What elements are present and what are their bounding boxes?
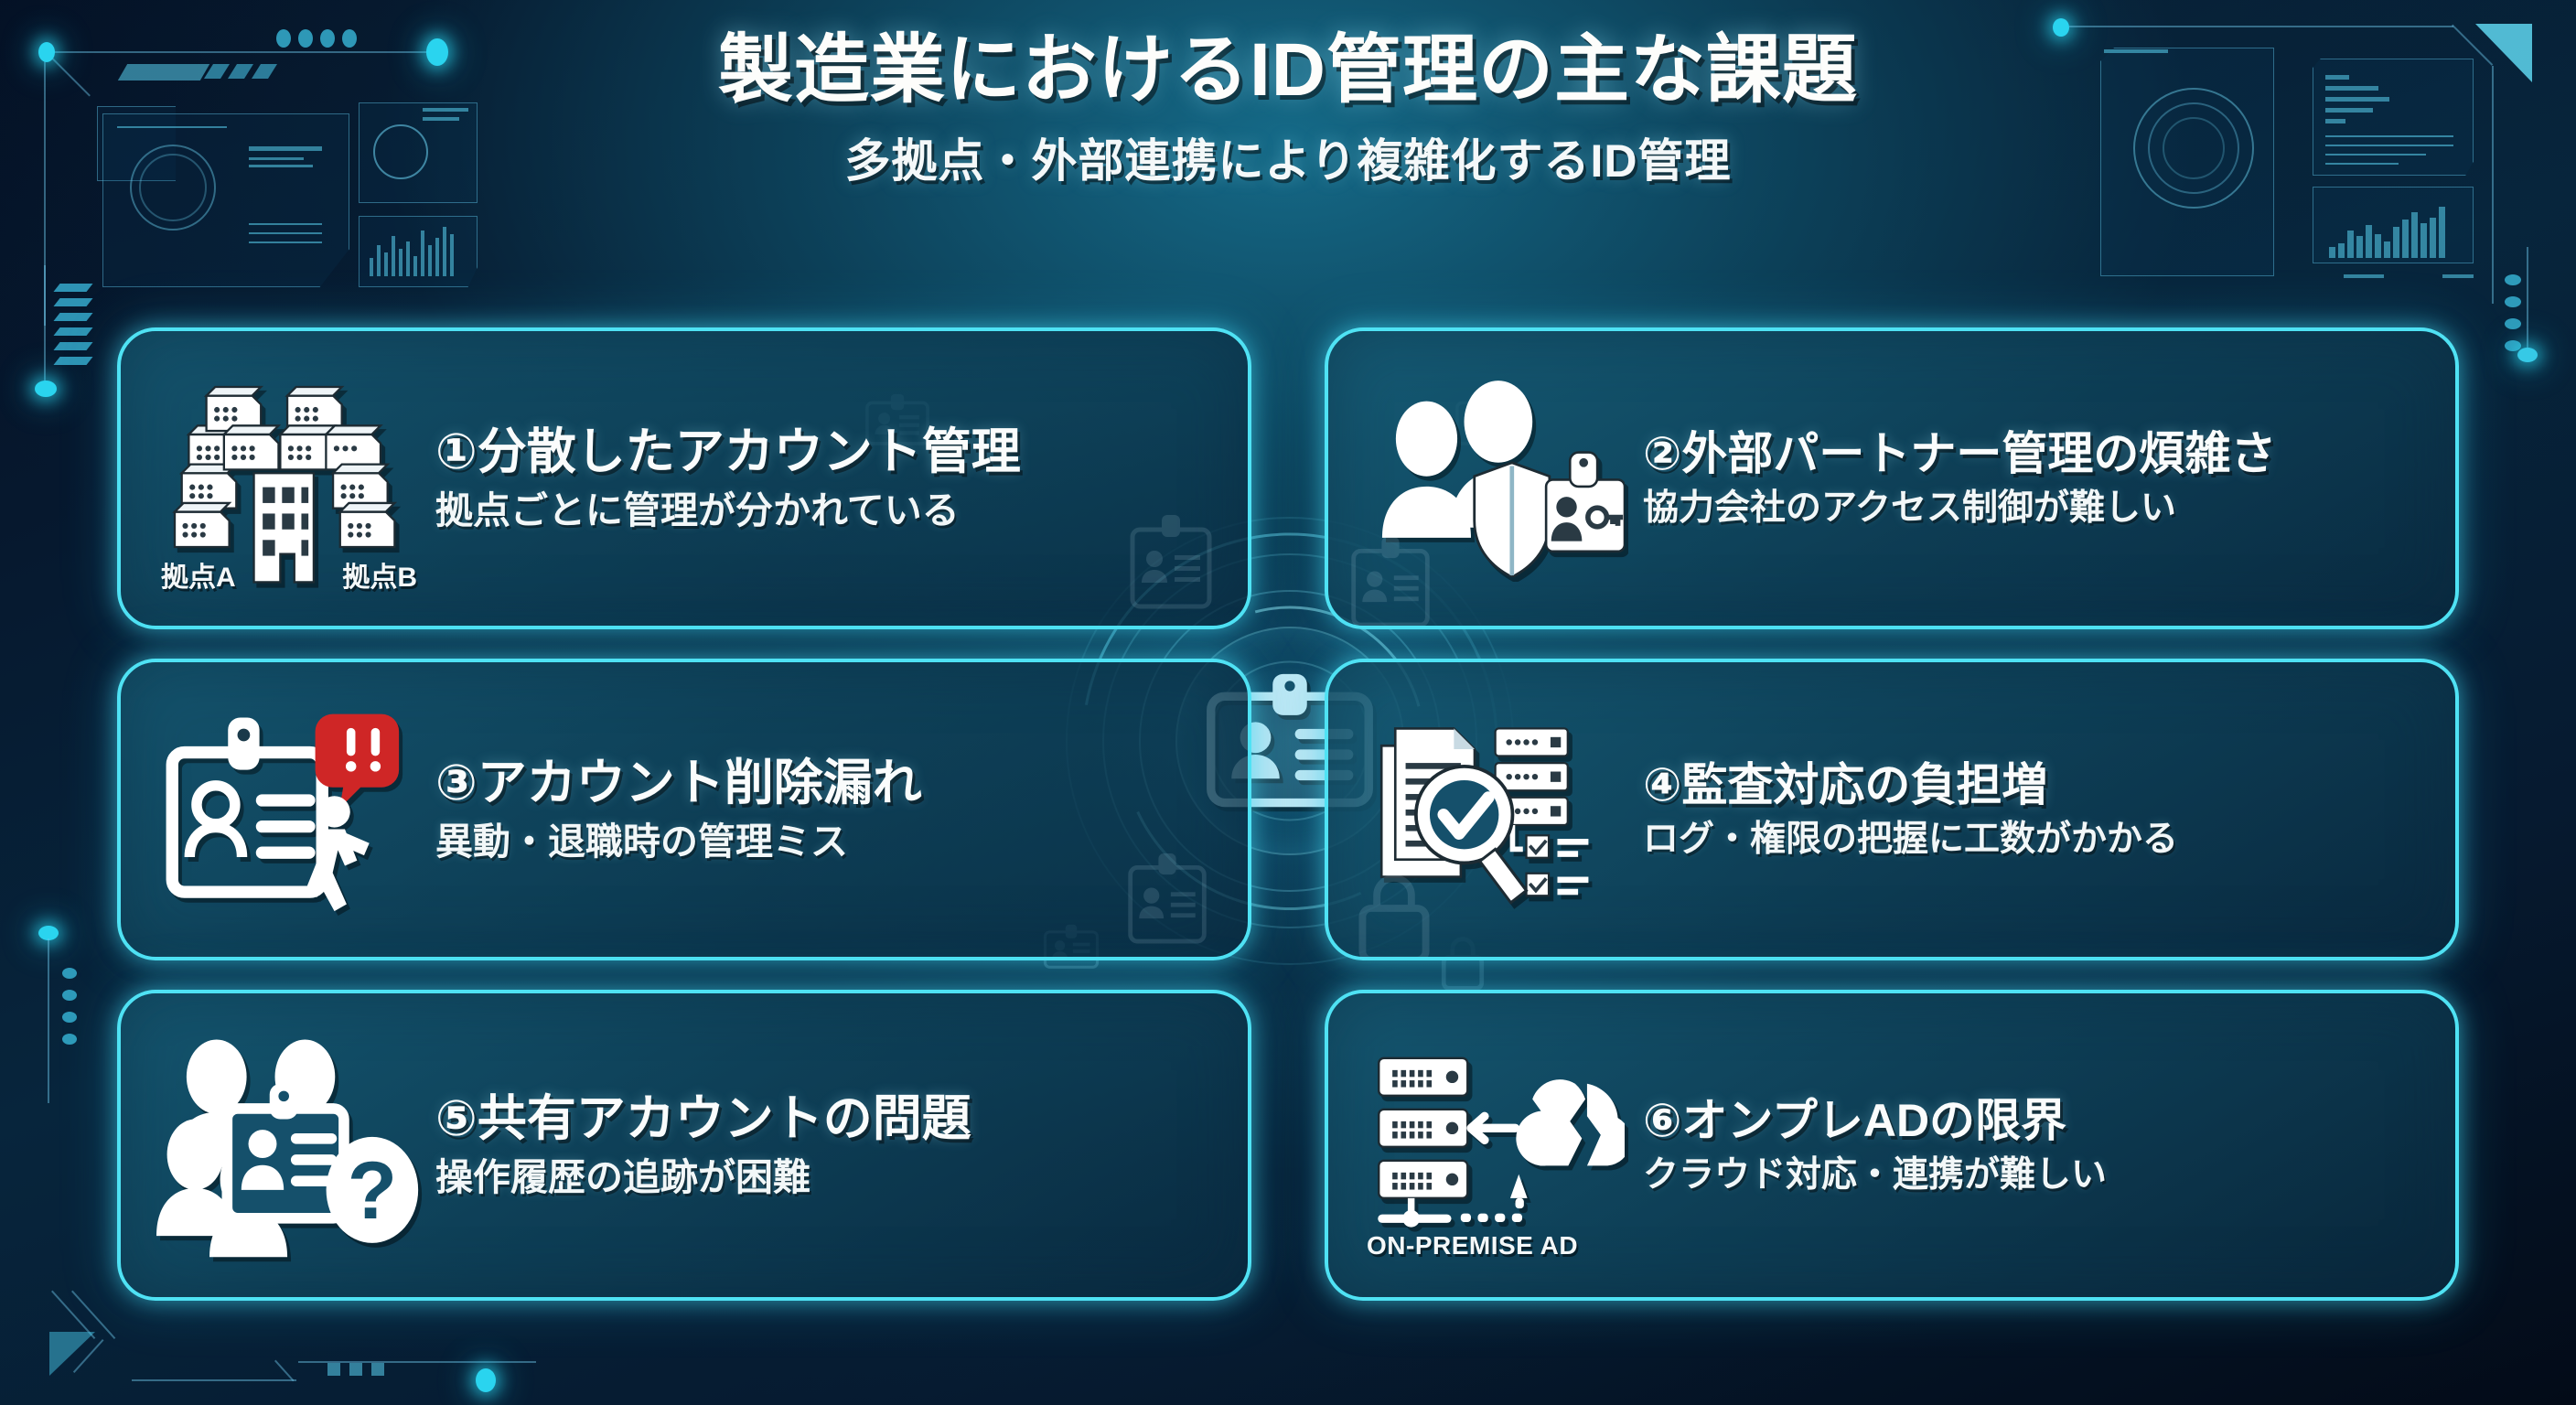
multi-site-servers-icon: 拠点A 拠点B xyxy=(152,331,426,626)
watermark-badge-icon xyxy=(1123,850,1211,951)
challenge-card-5[interactable]: ? ⑤共有アカウントの問題 操作履歴の追跡が困難 xyxy=(117,990,1251,1301)
challenge-card-4-text: ④監査対応の負担増 ログ・権限の把握に工数がかかる xyxy=(1634,758,2424,862)
header: 製造業におけるID管理の主な課題 多拠点・外部連携により複雑化するID管理 xyxy=(0,28,2576,190)
challenge-card-4-title: ④監査対応の負担増 xyxy=(1643,758,2048,810)
challenge-card-6-text: ⑥オンプレADの限界 クラウド対応・連携が難しい xyxy=(1634,1094,2424,1197)
page-subtitle: 多拠点・外部連携により複雑化するID管理 xyxy=(844,135,1732,188)
on-premise-ad-label: ON-PREMISE AD xyxy=(1367,1231,1579,1260)
circuit-dots-line xyxy=(2448,247,2576,1070)
challenge-card-2-subtitle: 協力会社のアクセス制御が難しい xyxy=(1643,488,2177,528)
challenge-card-1-subtitle: 拠点ごとに管理が分かれている xyxy=(435,488,960,531)
onpremise-ad-broken-cloud-icon: ON-PREMISE AD xyxy=(1359,993,1634,1297)
challenge-card-3-title: ③アカウント削除漏れ xyxy=(435,756,922,811)
challenge-card-6-title: ⑥オンプレADの限界 xyxy=(1643,1094,2067,1146)
page-title: 製造業におけるID管理の主な課題 xyxy=(717,28,1858,112)
challenge-card-5-subtitle: 操作履歴の追跡が困難 xyxy=(435,1155,810,1198)
audit-magnifier-checklist-icon xyxy=(1359,662,1634,957)
challenge-card-2[interactable]: ②外部パートナー管理の煩雑さ 協力会社のアクセス制御が難しい xyxy=(1325,327,2459,629)
partners-shield-badge-icon xyxy=(1359,331,1634,626)
site-a-label: 拠点A xyxy=(161,563,236,593)
challenge-card-1-title: ①分散したアカウント管理 xyxy=(435,424,1021,480)
challenge-card-1-text: ①分散したアカウント管理 拠点ごとに管理が分かれている xyxy=(426,424,1217,533)
shared-account-question-icon: ? xyxy=(152,993,426,1297)
challenge-card-3[interactable]: ③アカウント削除漏れ 異動・退職時の管理ミス xyxy=(117,659,1251,960)
challenge-card-grid: 拠点A 拠点B ①分散したアカウント管理 拠点ごとに管理が分かれている xyxy=(117,327,2459,1352)
challenge-card-6-subtitle: クラウド対応・連携が難しい xyxy=(1643,1154,2108,1195)
challenge-card-2-text: ②外部パートナー管理の煩雑さ 協力会社のアクセス制御が難しい xyxy=(1634,427,2424,531)
challenge-card-4-subtitle: ログ・権限の把握に工数がかかる xyxy=(1643,819,2179,859)
challenge-card-3-text: ③アカウント削除漏れ 異動・退職時の管理ミス xyxy=(426,755,1217,864)
circuit-stripes-and-dots xyxy=(0,265,128,1107)
id-card-leaving-person-alert-icon xyxy=(152,662,426,957)
challenge-card-5-text: ⑤共有アカウントの問題 操作履歴の追跡が困難 xyxy=(426,1090,1217,1200)
challenge-card-3-subtitle: 異動・退職時の管理ミス xyxy=(435,820,848,863)
site-b-label: 拠点B xyxy=(342,563,417,593)
challenge-card-4[interactable]: ④監査対応の負担増 ログ・権限の把握に工数がかかる xyxy=(1325,659,2459,960)
challenge-card-5-title: ⑤共有アカウントの問題 xyxy=(435,1091,971,1147)
challenge-card-2-title: ②外部パートナー管理の煩雑さ xyxy=(1643,427,2277,479)
svg-text:?: ? xyxy=(348,1143,397,1235)
challenge-card-1[interactable]: 拠点A 拠点B ①分散したアカウント管理 拠点ごとに管理が分かれている xyxy=(117,327,1251,629)
challenge-card-6[interactable]: ON-PREMISE AD ⑥オンプレADの限界 クラウド対応・連携が難しい xyxy=(1325,990,2459,1301)
